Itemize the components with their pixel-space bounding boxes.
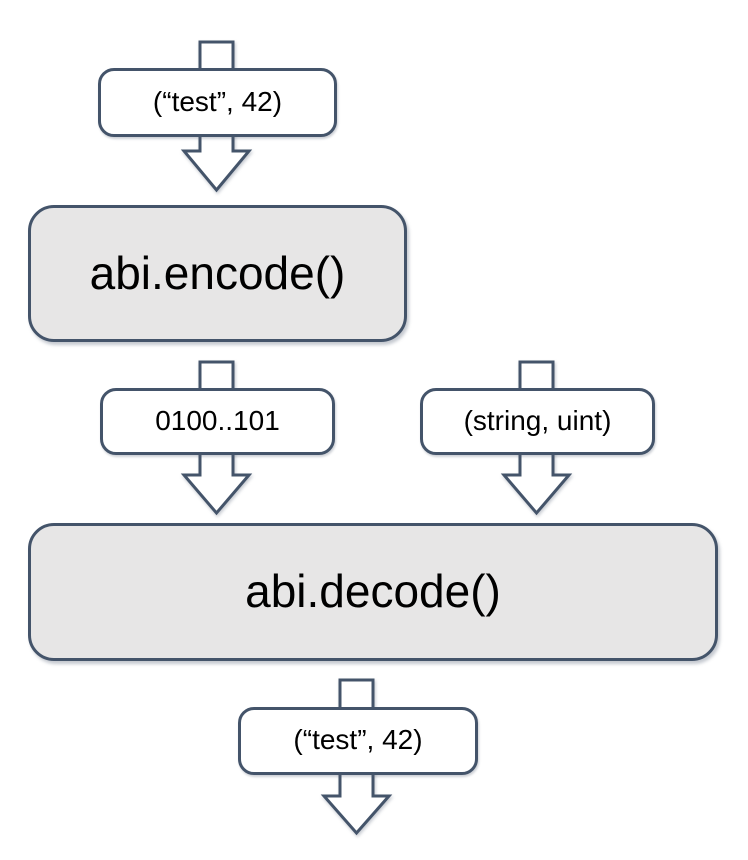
node-encoded-bytes-label: 0100..101 [155, 404, 280, 436]
node-abi-decode: abi.decode() [28, 523, 718, 661]
node-encoded-bytes: 0100..101 [100, 388, 335, 455]
node-output-tuple-label: (“test”, 42) [293, 724, 423, 755]
node-abi-encode: abi.encode() [28, 205, 407, 342]
node-abi-decode-label: abi.decode() [245, 565, 501, 617]
node-abi-encode-label: abi.encode() [89, 246, 346, 299]
node-input-tuple-label: (“test”, 42) [152, 85, 283, 117]
node-types-tuple: (string, uint) [420, 388, 655, 455]
node-output-tuple: (“test”, 42) [238, 707, 478, 775]
node-types-tuple-label: (string, uint) [463, 404, 612, 436]
node-input-tuple: (“test”, 42) [98, 68, 337, 137]
